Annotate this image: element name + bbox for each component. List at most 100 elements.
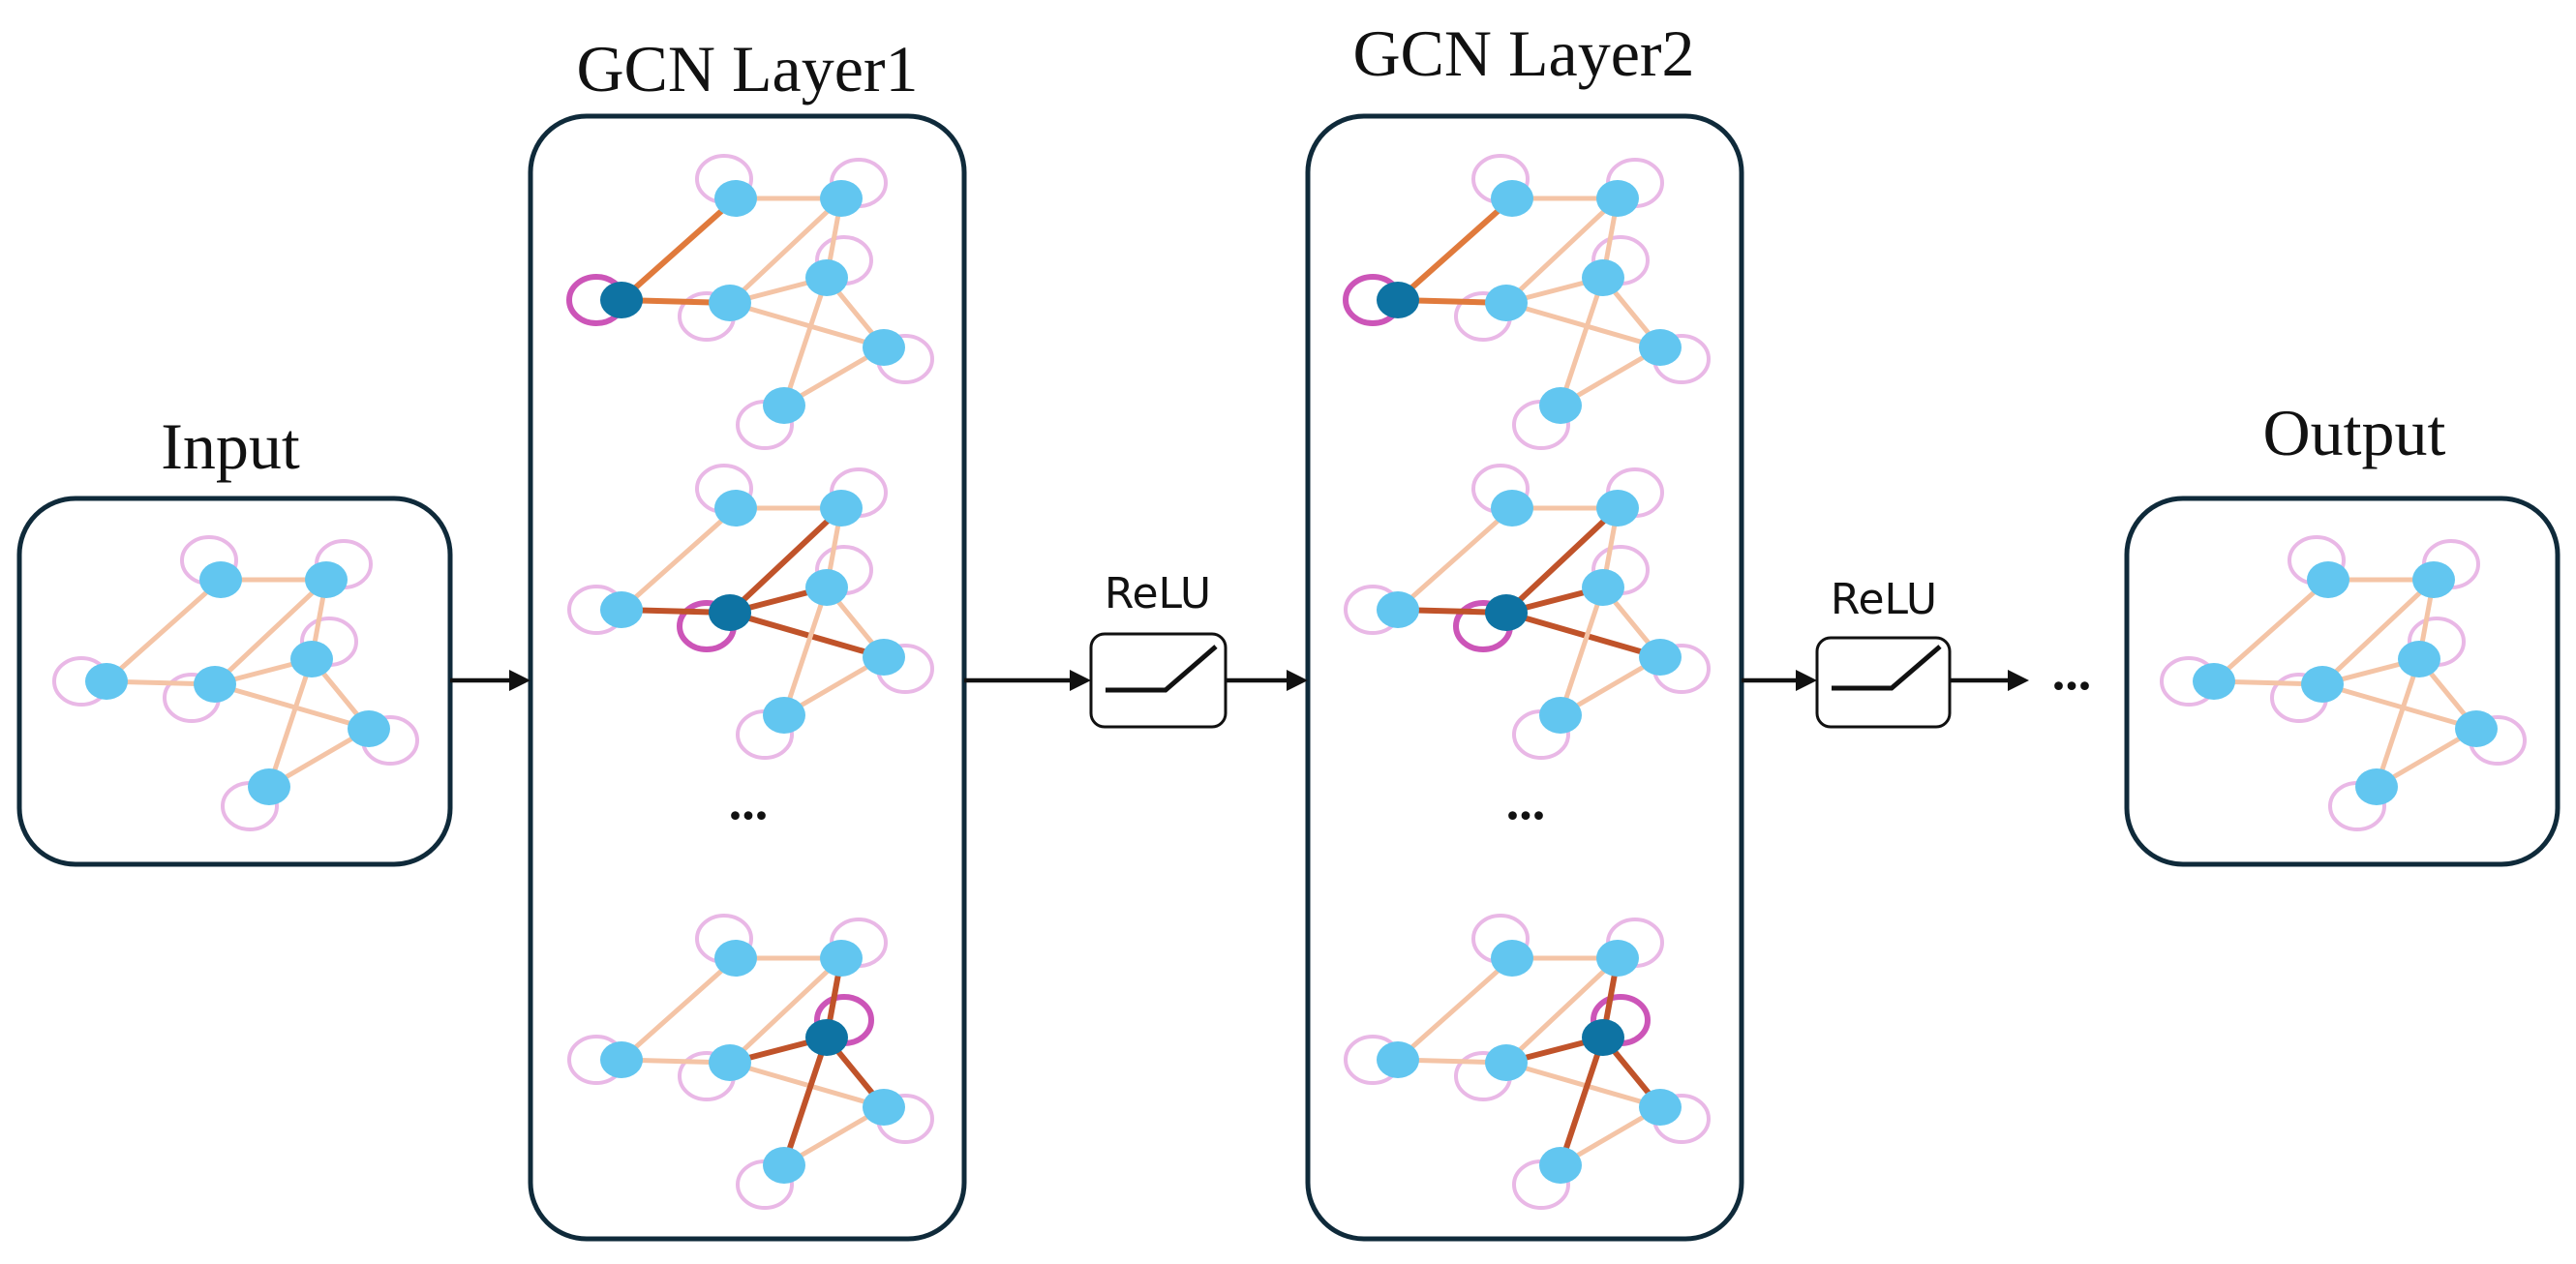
- layer2-graph-middle: [1344, 464, 1711, 760]
- graph-edge: [619, 955, 739, 1063]
- graph-node: [1377, 591, 1419, 628]
- graph-node: [1491, 490, 1533, 527]
- graph-node: [1596, 490, 1639, 527]
- active-edge: [781, 1035, 830, 1168]
- relu-label-2: ReLU: [1831, 575, 1937, 624]
- graph-edge: [212, 577, 329, 687]
- active-edge: [1395, 196, 1515, 303]
- highlighted-node: [600, 282, 643, 318]
- graph-node: [1596, 940, 1639, 977]
- graph-edge: [727, 955, 844, 1066]
- graph-node: [820, 940, 863, 977]
- graph-edge: [619, 505, 739, 613]
- graph-edge: [1503, 1060, 1663, 1110]
- graph-node: [763, 697, 805, 734]
- output-graph: [2160, 535, 2527, 831]
- graph-node: [1539, 697, 1582, 734]
- graph-node: [863, 639, 905, 676]
- active-edge: [1558, 1035, 1606, 1168]
- graph-node: [714, 180, 757, 217]
- gcn-layer2-title: GCN Layer2: [1352, 16, 1694, 90]
- graph-node: [820, 490, 863, 527]
- layer2-ellipsis: ...: [1506, 772, 1546, 830]
- graph-node: [714, 490, 757, 527]
- output-ellipsis: ...: [2052, 643, 2092, 701]
- graph-node: [1639, 329, 1682, 366]
- graph-edge: [2374, 656, 2422, 790]
- highlighted-node: [1485, 594, 1528, 631]
- active-edge: [727, 505, 844, 616]
- graph-node: [1377, 1041, 1419, 1078]
- graph-edge: [727, 196, 844, 306]
- arrow-input-to-layer1: [450, 670, 530, 691]
- graph-node: [194, 666, 236, 703]
- arrow-relu-to-layer2: [1226, 670, 1308, 691]
- graph-node: [714, 940, 757, 977]
- graph-node: [863, 329, 905, 366]
- graph-node: [1485, 285, 1528, 321]
- graph-node: [1639, 1089, 1682, 1126]
- graph-edge: [2319, 681, 2479, 732]
- graph-node: [85, 663, 128, 700]
- relu-box-2: [1815, 636, 1952, 729]
- arrow-layer2-to-relu: [1742, 670, 1817, 691]
- graph-node: [1582, 569, 1624, 606]
- highlighted-node: [1377, 282, 1419, 318]
- graph-edge: [781, 275, 830, 408]
- graph-node: [805, 259, 848, 296]
- graph-edge: [2319, 577, 2437, 687]
- graph-edge: [1503, 300, 1663, 350]
- graph-node: [348, 710, 390, 747]
- output-title: Output: [2263, 396, 2446, 469]
- graph-edge: [266, 656, 315, 790]
- graph-node: [1485, 1044, 1528, 1081]
- graph-node: [863, 1089, 905, 1126]
- active-edge: [1503, 610, 1663, 660]
- layer2-graph-bottom: [1344, 914, 1711, 1210]
- graph-node: [820, 180, 863, 217]
- graph-edge: [212, 681, 372, 732]
- graph-edge: [1395, 505, 1515, 613]
- graph-node: [2455, 710, 2498, 747]
- graph-node: [763, 387, 805, 424]
- highlighted-node: [1582, 1019, 1624, 1056]
- gcn-layer1-title: GCN Layer1: [576, 32, 918, 105]
- graph-edge: [727, 1060, 887, 1110]
- graph-node: [600, 591, 643, 628]
- arrow-relu-to-output: [1950, 670, 2029, 691]
- graph-edge: [727, 300, 887, 350]
- input-graph: [52, 535, 419, 831]
- graph-node: [1582, 259, 1624, 296]
- graph-node: [709, 285, 751, 321]
- graph-node: [1596, 180, 1639, 217]
- graph-edge: [781, 585, 830, 718]
- graph-node: [1639, 639, 1682, 676]
- graph-node: [709, 1044, 751, 1081]
- layer2-graph-top: [1343, 154, 1711, 450]
- graph-node: [1539, 1147, 1582, 1184]
- graph-edge: [1395, 955, 1515, 1063]
- graph-node: [305, 561, 348, 598]
- layer1-graph-middle: [567, 464, 934, 760]
- graph-node: [763, 1147, 805, 1184]
- graph-edge: [104, 577, 224, 684]
- input-title: Input: [161, 409, 300, 483]
- graph-node: [1491, 940, 1533, 977]
- relu-block-2: ReLU: [1815, 575, 1952, 729]
- graph-node: [805, 569, 848, 606]
- relu-box-1: [1089, 632, 1227, 729]
- relu-label-1: ReLU: [1105, 569, 1211, 618]
- graph-edge: [1558, 585, 1606, 718]
- graph-node: [2398, 641, 2440, 677]
- graph-node: [2193, 663, 2235, 700]
- graph-edge: [1503, 196, 1621, 306]
- graph-node: [1491, 180, 1533, 217]
- highlighted-node: [805, 1019, 848, 1056]
- graph-node: [199, 561, 242, 598]
- layer1-graph-bottom: [567, 914, 934, 1210]
- active-edge: [619, 196, 739, 303]
- relu-block-1: ReLU: [1089, 569, 1227, 729]
- graph-node: [2355, 768, 2398, 805]
- layer1-graph-top: [566, 154, 934, 450]
